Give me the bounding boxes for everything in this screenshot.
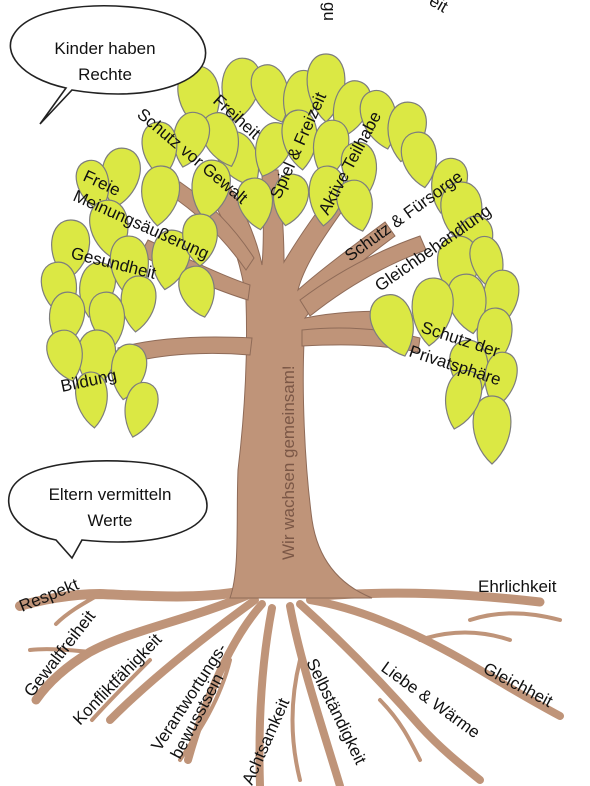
speech-bubble-bottom-line2: Werte	[87, 511, 132, 530]
root	[470, 613, 560, 620]
top-cut-text: gu eit	[320, 0, 451, 21]
speech-bubble-top-line1: Kinder haben	[54, 39, 155, 58]
speech-bubble-bottom-shape	[9, 461, 207, 558]
top-cut-text-right: eit	[426, 0, 451, 17]
speech-bubble-bottom: Eltern vermitteln Werte	[9, 461, 207, 558]
value-label-selbststaendigkeit: Selbständigkeit	[302, 655, 370, 767]
root	[293, 660, 301, 780]
value-label-ehrlichkeit: Ehrlichkeit	[478, 577, 557, 596]
value-label-achtsamkeit: Achtsamkeit	[238, 695, 293, 786]
leaf	[473, 396, 511, 464]
speech-bubble-bottom-line1: Eltern vermitteln	[49, 485, 172, 504]
value-label-gleichheit: Gleichheit	[480, 659, 556, 711]
root	[420, 633, 510, 641]
trunk-label: Wir wachsen gemeinsam!	[279, 365, 298, 560]
top-cut-text-left: gu	[320, 2, 339, 21]
speech-bubble-top-line2: Rechte	[78, 65, 132, 84]
speech-bubble-top: Kinder haben Rechte	[10, 6, 205, 124]
